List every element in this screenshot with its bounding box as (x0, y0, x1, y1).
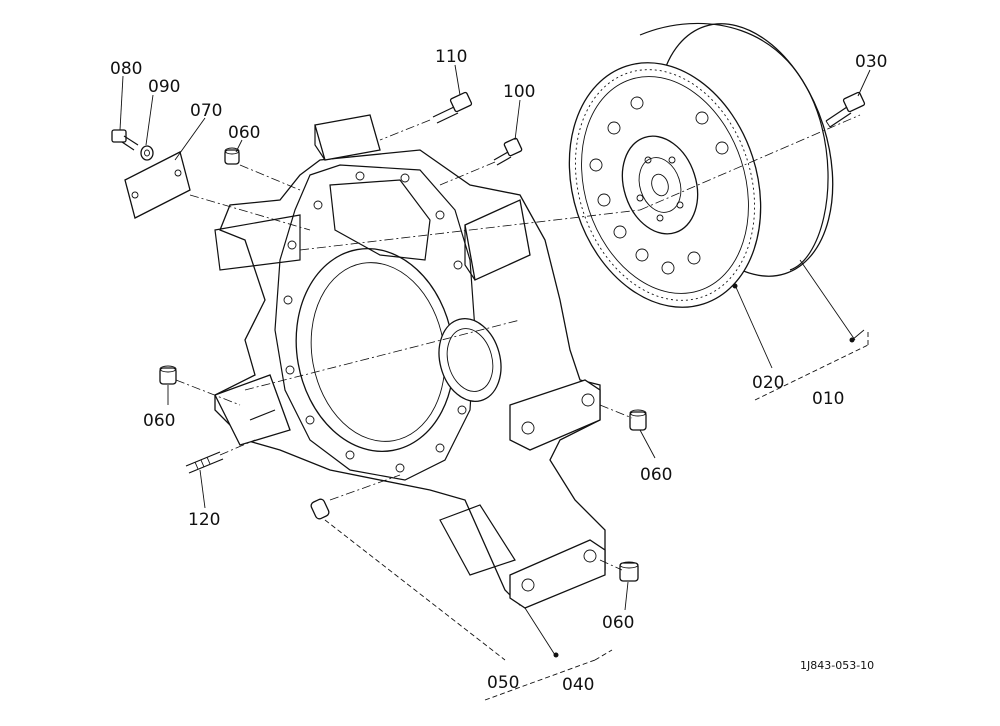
callout-050: 050 (487, 673, 519, 693)
bushing-060-right (629, 409, 647, 431)
stud-120 (185, 451, 224, 474)
callout-090: 090 (148, 77, 180, 97)
assembly-lines (175, 114, 861, 571)
bolt-030 (825, 91, 866, 128)
flywheel-housing (214, 114, 606, 609)
flywheel-bolt-holes (589, 96, 729, 275)
callout-060-left: 060 (143, 411, 175, 431)
callout-030: 030 (855, 52, 887, 72)
plug-100 (493, 137, 523, 166)
cover-plate-070 (124, 151, 191, 219)
callout-labels: 080 090 070 060 110 100 030 060 120 060 … (110, 47, 887, 695)
callout-060-top: 060 (228, 123, 260, 143)
callout-080: 080 (110, 59, 142, 79)
callout-100: 100 (503, 82, 535, 102)
bushing-060-left (159, 365, 177, 385)
callout-110: 110 (435, 47, 467, 67)
housing-bolt-holes (283, 171, 467, 473)
callout-010: 010 (812, 389, 844, 409)
leader-lines (119, 64, 871, 701)
bushing-060-bottom (619, 561, 639, 582)
drawing-code: 1J843-053-10 (800, 659, 874, 672)
washer-090 (140, 145, 154, 161)
bolt-080 (111, 129, 139, 151)
bolt-110 (432, 91, 473, 124)
callout-060-bottom: 060 (602, 613, 634, 633)
callout-040: 040 (562, 675, 594, 695)
dowel-pin (310, 498, 330, 520)
flywheel-assembly (568, 22, 834, 308)
callout-060-right: 060 (640, 465, 672, 485)
callout-070: 070 (190, 101, 222, 121)
callout-120: 120 (188, 510, 220, 530)
callout-020: 020 (752, 373, 784, 393)
bushing-060-top (224, 147, 240, 165)
